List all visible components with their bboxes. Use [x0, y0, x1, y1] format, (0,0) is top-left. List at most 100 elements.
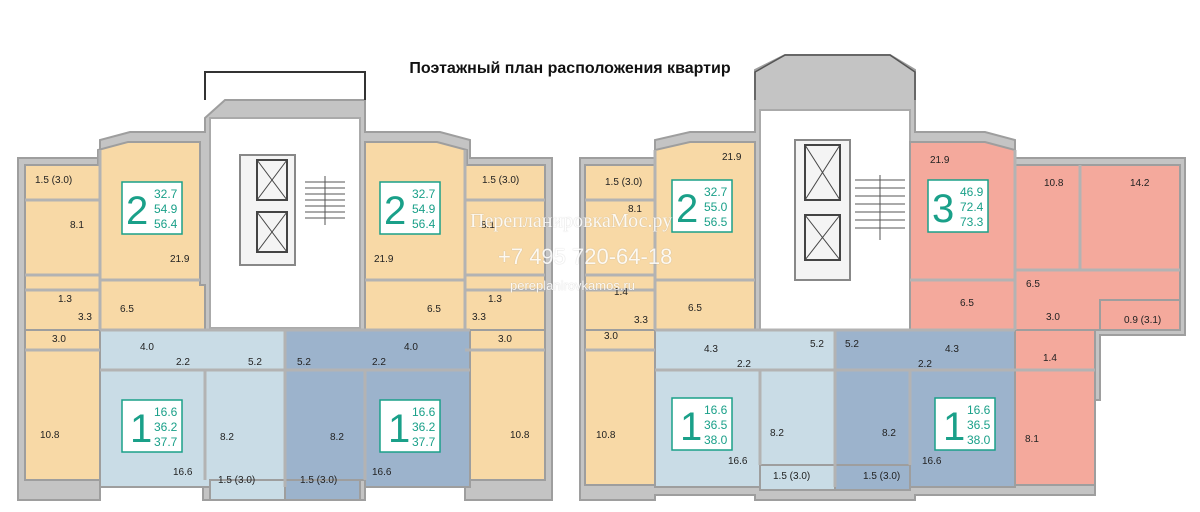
apt-badge: 3 46.9 72.4 73.3	[927, 179, 989, 233]
left-building	[17, 71, 553, 501]
apt-rooms: 2	[384, 189, 406, 233]
room-area-label: 8.1	[628, 204, 642, 215]
apt-area: 36.2	[412, 420, 436, 434]
room-area-label: 1.5 (3.0)	[773, 471, 810, 482]
page-title: Поэтажный план расположения квартир	[409, 60, 731, 77]
room-area-label: 1.4	[1043, 353, 1057, 364]
room-area-label: 4.3	[945, 344, 959, 355]
right-building	[579, 54, 1186, 501]
apt-area: 56.4	[412, 217, 436, 231]
apt-rooms: 2	[676, 187, 698, 231]
apt-area: 16.6	[967, 403, 991, 417]
apt-area: 73.3	[960, 215, 984, 229]
apt-right-2room	[364, 141, 546, 331]
room-area-label: 4.3	[704, 344, 718, 355]
apt-rooms: 3	[932, 187, 954, 231]
apt-badge: 2 32.7 54.9 56.4	[379, 181, 441, 235]
apt-area: 55.0	[704, 200, 728, 214]
room-area-label: 1.5 (3.0)	[863, 471, 900, 482]
apt-area: 46.9	[960, 185, 984, 199]
room-area-label: 5.2	[845, 339, 859, 350]
room-area-label: 3.3	[472, 312, 486, 323]
room-area-label: 3.3	[634, 315, 648, 326]
apt-area: 54.9	[154, 202, 178, 216]
room-area-label: 8.2	[882, 428, 896, 439]
room-area-label: 21.9	[374, 254, 394, 265]
room-area-label: 1.5 (3.0)	[218, 475, 255, 486]
room-area-label: 2.2	[176, 357, 190, 368]
room-area-label: 1.3	[488, 294, 502, 305]
room-area-label: 5.2	[297, 357, 311, 368]
apt-area: 16.6	[704, 403, 728, 417]
room-area-label: 6.5	[1026, 279, 1040, 290]
room-area-label: 4.0	[140, 342, 154, 353]
room-area-label: 21.9	[930, 155, 950, 166]
room-area-label: 21.9	[722, 152, 742, 163]
room-area-label: 1.3	[58, 294, 72, 305]
apt-area: 38.0	[704, 433, 728, 447]
apt-left-lower	[24, 329, 101, 481]
apt-left-2room	[24, 141, 206, 331]
room-area-label: 10.8	[510, 430, 530, 441]
room-area-label: 16.6	[922, 456, 942, 467]
apartment-badges: 2 32.7 54.9 56.4 2 32.7 54.9 56.4 1 16.6…	[121, 179, 996, 453]
apt-area: 56.5	[704, 215, 728, 229]
apt-area: 16.6	[412, 405, 436, 419]
room-area-label: 5.2	[248, 357, 262, 368]
apt-area: 36.2	[154, 420, 178, 434]
room-area-label: 5.2	[810, 339, 824, 350]
room-area-label: 3.0	[52, 334, 66, 345]
apt-area: 72.4	[960, 200, 984, 214]
apt-badge: 2 32.7 54.9 56.4	[121, 181, 183, 235]
apt-right-b-lower	[584, 329, 656, 486]
room-area-label: 3.0	[498, 334, 512, 345]
room-area-label: 1.5 (3.0)	[300, 475, 337, 486]
apt-badge: 1 16.6 36.2 37.7	[379, 399, 441, 453]
room-area-label: 0.9 (3.1)	[1124, 315, 1161, 326]
room-area-label: 16.6	[372, 467, 392, 478]
apt-rooms: 1	[943, 405, 965, 449]
room-area-label: 14.2	[1130, 178, 1150, 189]
room-area-label: 2.2	[737, 359, 751, 370]
apt-badge: 1 16.6 36.5 38.0	[671, 397, 733, 451]
room-area-label: 1.5 (3.0)	[605, 177, 642, 188]
room-area-label: 6.5	[960, 298, 974, 309]
room-area-label: 21.9	[170, 254, 190, 265]
room-area-label: 3.0	[1046, 312, 1060, 323]
room-area-label: 1.5 (3.0)	[482, 175, 519, 186]
room-area-label: 8.2	[770, 428, 784, 439]
apt-rooms: 1	[680, 405, 702, 449]
apt-area: 38.0	[967, 433, 991, 447]
room-area-label: 3.3	[78, 312, 92, 323]
room-area-label: 6.5	[120, 304, 134, 315]
room-area-label: 8.1	[1025, 434, 1039, 445]
room-area-label: 3.0	[604, 331, 618, 342]
room-area-label: 4.0	[404, 342, 418, 353]
room-area-label: 1.5 (3.0)	[35, 175, 72, 186]
room-area-label: 6.5	[688, 303, 702, 314]
room-labels: 1.5 (3.0) 8.1 21.9 1.3 3.3 6.5 3.0 10.8 …	[35, 152, 1161, 486]
room-area-label: 10.8	[596, 430, 616, 441]
apt-1room-dark	[284, 329, 471, 488]
apt-rooms: 1	[388, 407, 410, 451]
apt-area: 37.7	[154, 435, 178, 449]
room-area-label: 6.5	[427, 304, 441, 315]
apt-area: 36.5	[704, 418, 728, 432]
room-area-label: 10.8	[40, 430, 60, 441]
apt-right-b-2room	[584, 141, 756, 331]
apt-area: 16.6	[154, 405, 178, 419]
apt-area: 32.7	[412, 187, 436, 201]
apt-area: 54.9	[412, 202, 436, 216]
room-area-label: 1.4	[614, 287, 628, 298]
room-area-label: 8.1	[481, 220, 495, 231]
room-area-label: 16.6	[173, 467, 193, 478]
room-area-label: 2.2	[372, 357, 386, 368]
room-area-label: 8.1	[70, 220, 84, 231]
room-area-label: 16.6	[728, 456, 748, 467]
apt-area: 56.4	[154, 217, 178, 231]
watermark-phone: +7 495 720-64-18	[498, 244, 673, 269]
apt-right-lower	[469, 329, 546, 481]
room-area-label: 10.8	[1044, 178, 1064, 189]
watermark-site-name: ПерепланировкаМос.ру	[470, 210, 673, 232]
apt-area: 32.7	[154, 187, 178, 201]
